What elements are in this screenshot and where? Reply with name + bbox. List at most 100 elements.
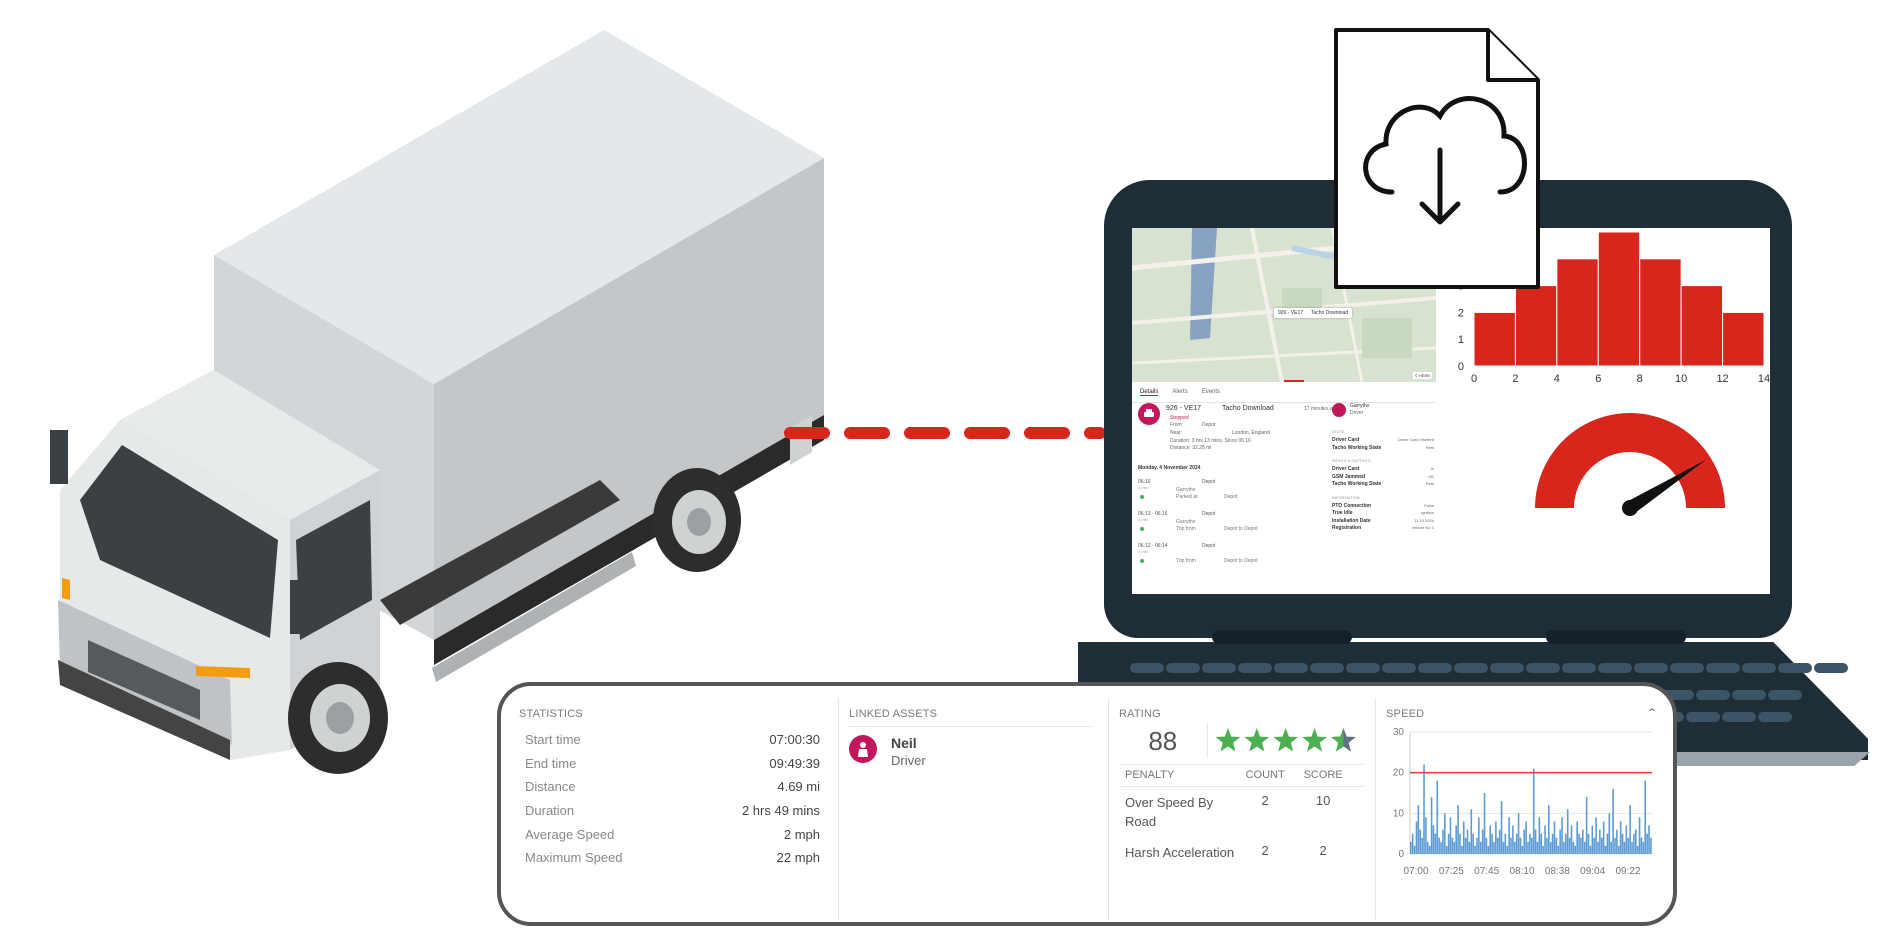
mini-info-key: Tacho Working State	[1332, 444, 1382, 451]
mini-driver-name: Garrytho	[1350, 403, 1370, 409]
speed-bar	[1631, 841, 1633, 854]
speed-bar	[1417, 805, 1420, 854]
gauge-hub	[1622, 500, 1638, 516]
star-icon	[1215, 728, 1240, 752]
speed-bar	[1593, 837, 1595, 854]
speed-bar	[1457, 805, 1459, 854]
speed-bar	[1504, 833, 1507, 854]
rating-score: 88	[1148, 725, 1178, 756]
linked-asset-item[interactable]: Neil Driver	[849, 727, 1093, 768]
keyboard-key	[1732, 690, 1766, 700]
mini-event-duration: 3 min	[1138, 517, 1148, 522]
mini-info-section: INFORMATION	[1332, 494, 1360, 500]
speed-bar	[1625, 825, 1628, 854]
mini-tab-events[interactable]: Events	[1201, 389, 1221, 395]
speed-bar	[1428, 845, 1431, 854]
speed-bar	[1642, 841, 1645, 854]
laptop-hinge-left	[1212, 630, 1352, 644]
speed-bar	[1623, 841, 1626, 854]
speed-bar	[1502, 841, 1505, 854]
statistics-title: STATISTICS	[519, 708, 583, 720]
speed-bar	[1542, 845, 1544, 854]
speed-bar	[1604, 845, 1607, 854]
keyboard-key	[1130, 663, 1164, 673]
keyboard-key	[1778, 663, 1812, 673]
speed-xtick: 08:10	[1509, 866, 1534, 877]
penalty-score: 2	[1319, 843, 1327, 858]
histogram-xtick: 6	[1595, 373, 1601, 385]
mini-event-place: Depot	[1202, 511, 1216, 517]
speed-bar	[1449, 817, 1452, 854]
speed-bar	[1589, 845, 1592, 854]
speed-bar	[1468, 841, 1471, 854]
speed-bar	[1496, 837, 1499, 854]
keyboard-key	[1660, 690, 1694, 700]
mini-tab-alerts[interactable]: Alerts	[1172, 389, 1188, 395]
linked-assets-section: LINKED ASSETS Neil Driver	[849, 708, 1093, 910]
speed-bar	[1470, 809, 1473, 854]
speed-bar	[1425, 817, 1427, 854]
stat-value: 4.69 mi	[777, 779, 820, 795]
speed-bar	[1529, 833, 1531, 854]
mini-from-value: Depot	[1202, 422, 1216, 428]
speed-bar	[1650, 837, 1652, 854]
mini-date-heading: Monday, 4 November 2024	[1138, 465, 1201, 471]
speed-bar	[1461, 845, 1463, 854]
keyboard-key	[1238, 663, 1272, 673]
speed-bar	[1517, 813, 1520, 854]
linked-assets-title: LINKED ASSETS	[849, 708, 1093, 727]
keyboard-key	[1166, 663, 1200, 673]
star-icon	[1272, 728, 1298, 752]
mini-event-driver: Garrytho	[1176, 487, 1196, 493]
mini-info-key: Driver Card	[1332, 437, 1360, 443]
mini-driver-role: Driver	[1350, 410, 1364, 416]
histogram-bar	[1556, 258, 1599, 367]
speed-bar	[1423, 764, 1425, 854]
speed-bar	[1453, 841, 1456, 854]
mini-vehicle-name: 926 - VE17	[1166, 405, 1202, 412]
histogram-bar	[1514, 285, 1558, 367]
mini-info-key: True Idle	[1332, 510, 1353, 516]
map-resize-handle[interactable]	[1284, 380, 1304, 382]
histogram-xtick: 8	[1637, 373, 1643, 385]
stat-value: 2 hrs 49 mins	[741, 803, 820, 819]
speed-bar	[1574, 845, 1577, 854]
mini-event-where: Depot to Depot	[1224, 526, 1258, 532]
histogram-xtick: 0	[1471, 373, 1477, 385]
speed-bar	[1597, 841, 1599, 854]
map-view[interactable]: 926 - VE17 Tacho Download © HERE	[1132, 228, 1436, 382]
mini-event-where: Depot to Depot	[1224, 558, 1258, 564]
mini-tab-details[interactable]: Details	[1140, 389, 1159, 396]
speed-bar	[1464, 837, 1467, 854]
histogram-xtick: 12	[1716, 373, 1728, 385]
collapse-chevron-icon[interactable]: ⌃	[1646, 706, 1657, 720]
speed-bar	[1455, 825, 1457, 854]
map-attribution: © HERE	[1412, 372, 1432, 379]
map-vehicle-tooltip[interactable]: 926 - VE17 Tacho Download	[1274, 308, 1352, 318]
speed-bar	[1608, 813, 1611, 854]
speed-bar	[1410, 841, 1412, 854]
speed-bar	[1419, 829, 1422, 854]
mini-from-label: From:	[1170, 422, 1184, 428]
keyboard-key	[1346, 663, 1380, 673]
speed-bar	[1587, 833, 1590, 854]
speed-bar	[1438, 837, 1440, 854]
speed-bar	[1627, 837, 1630, 854]
penalty-header-score: SCORE	[1303, 769, 1343, 781]
mini-event-dot	[1140, 559, 1144, 563]
speed-bar	[1616, 829, 1618, 854]
speed-bar	[1476, 837, 1478, 854]
speed-bar	[1570, 825, 1573, 854]
speed-bar	[1474, 845, 1476, 854]
cargo-box-top	[214, 30, 824, 384]
speed-bar	[1415, 821, 1418, 854]
stat-value: 22 mph	[776, 850, 820, 866]
speed-bar	[1568, 837, 1571, 854]
speed-bar	[1521, 845, 1524, 854]
speed-bar	[1534, 829, 1537, 854]
